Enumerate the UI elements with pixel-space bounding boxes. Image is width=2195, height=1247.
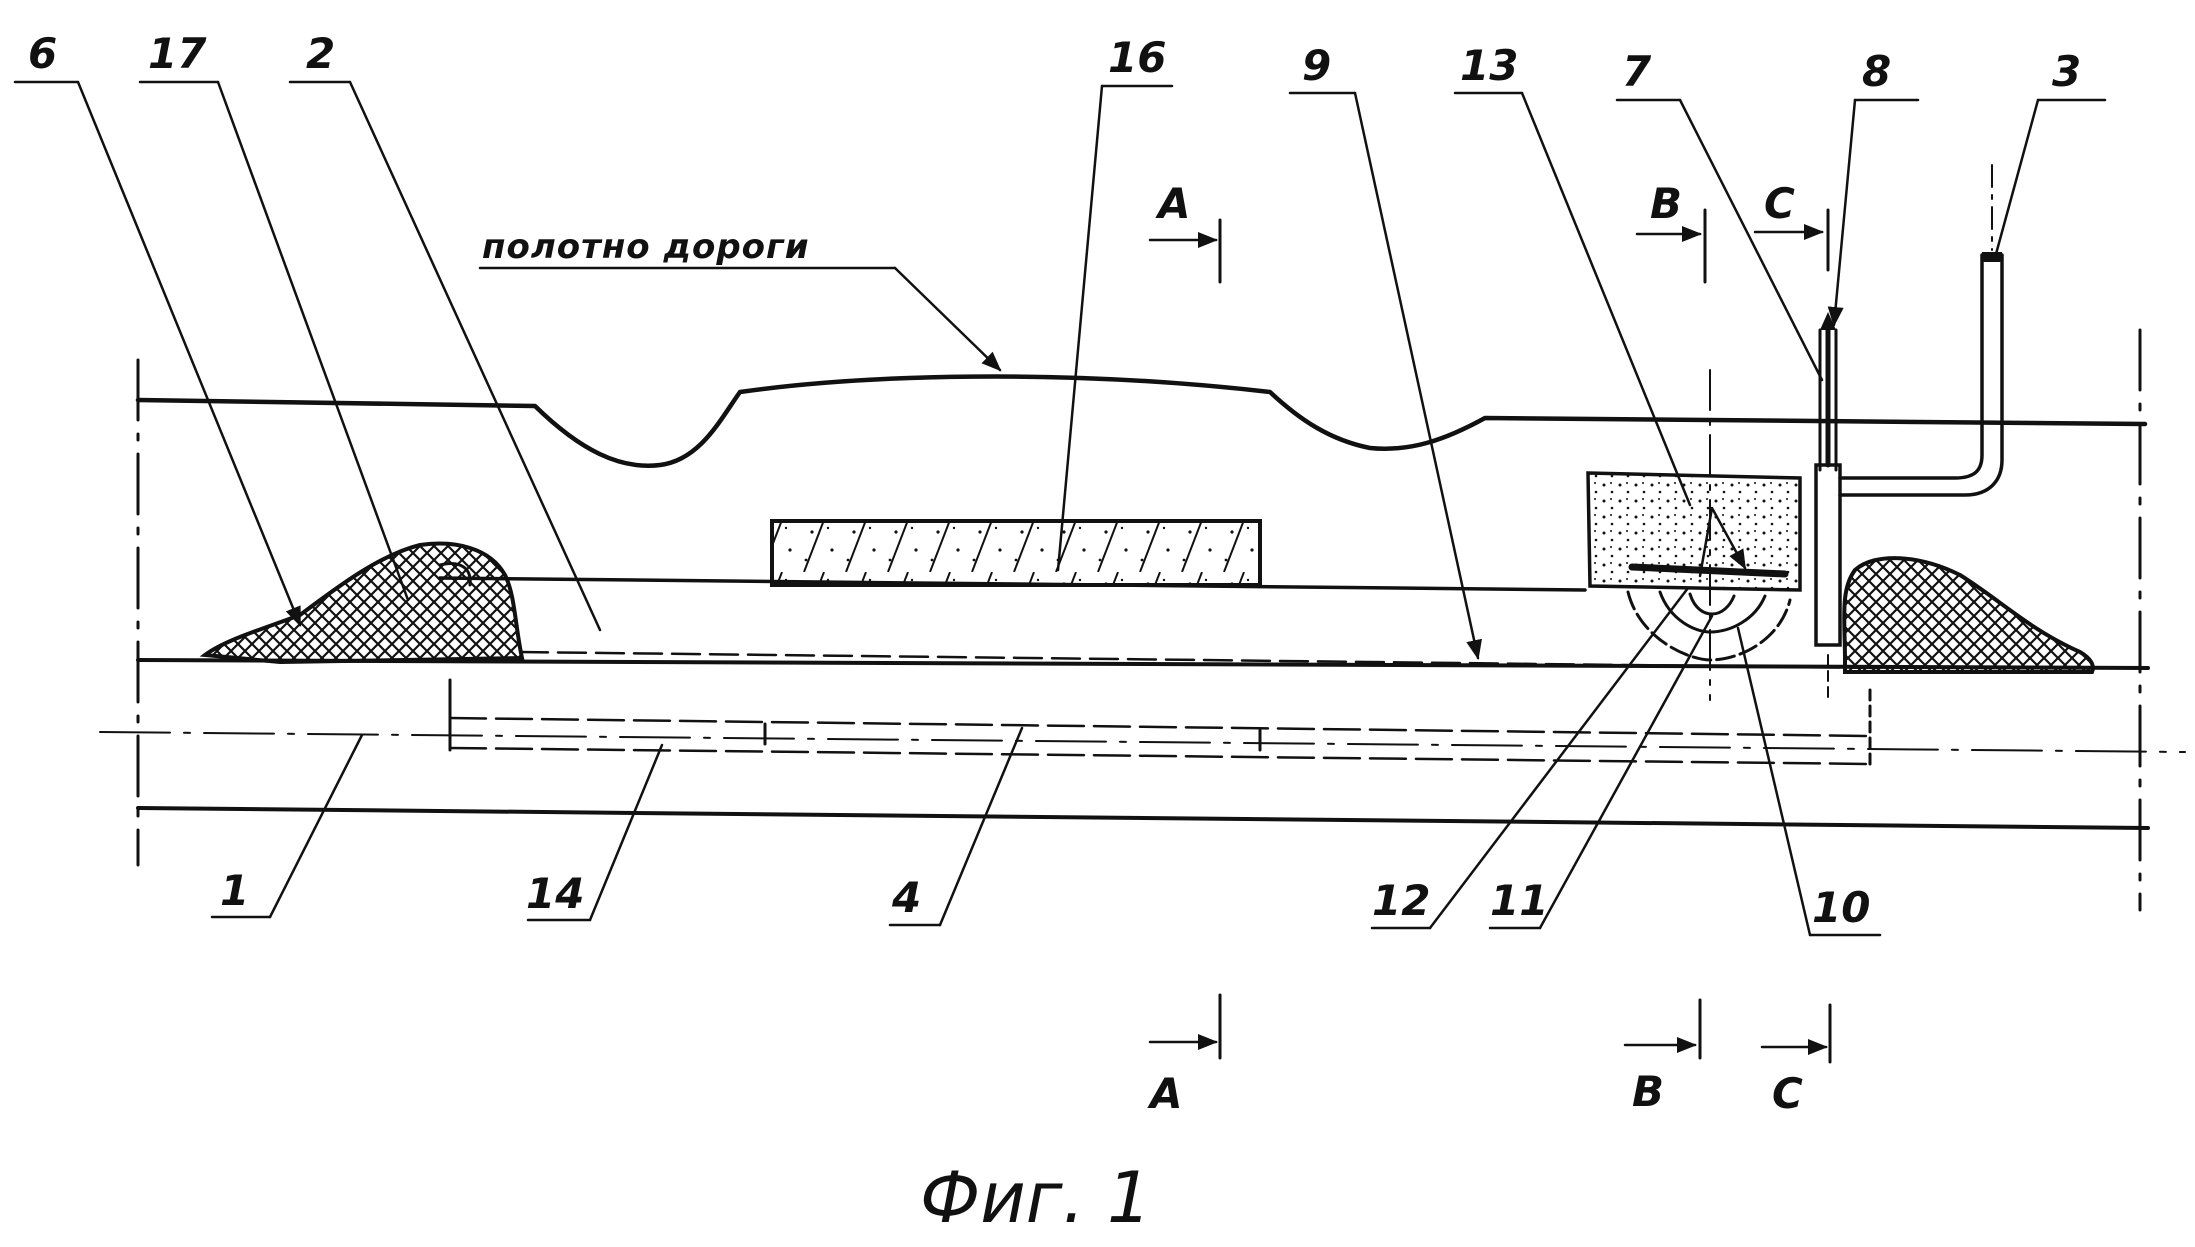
- layer-2: [438, 576, 1882, 670]
- section-b-top: B: [1650, 179, 1682, 228]
- callout-3: 3: [2052, 47, 2081, 96]
- section-a-top: A: [1155, 179, 1191, 228]
- inner-pipe: [448, 678, 1872, 766]
- callout-12: 12: [1372, 876, 1430, 925]
- section-c-top: C: [1764, 179, 1795, 228]
- section-a-bottom: A: [1147, 1069, 1183, 1118]
- callout-16: 16: [1108, 33, 1166, 82]
- callout-7: 7: [1622, 47, 1652, 96]
- callout-10: 10: [1812, 883, 1870, 932]
- callout-9: 9: [1302, 41, 1331, 90]
- section-c-bottom: C: [1772, 1069, 1803, 1118]
- callout-14: 14: [526, 869, 584, 918]
- road-surface-label: полотно дороги: [482, 227, 810, 267]
- soil-mounds: [199, 541, 2095, 674]
- vent-tube: [1814, 164, 2004, 701]
- section-markers: [1148, 208, 1832, 1064]
- callout-4: 4: [891, 873, 921, 922]
- figure-caption: Фиг. 1: [920, 1157, 1152, 1239]
- callout-1: 1: [220, 866, 249, 915]
- callout-8: 8: [1862, 47, 1891, 96]
- callout-6: 6: [28, 29, 57, 78]
- leader-lines: [13, 80, 2107, 937]
- road-surface: [135, 374, 2148, 468]
- block-13: [1586, 471, 1802, 592]
- slab-16: [770, 519, 1262, 587]
- plate-and-domes: [1626, 369, 1792, 701]
- callout-17: 17: [148, 29, 207, 78]
- callout-11: 11: [1490, 876, 1548, 925]
- section-b-bottom: B: [1632, 1067, 1664, 1116]
- callout-labels: 6 17 2 16 9 13 7 8 3 1 14 4 12 11 10 пол…: [28, 29, 2081, 1239]
- callout-13: 13: [1460, 41, 1518, 90]
- callout-2: 2: [306, 29, 335, 78]
